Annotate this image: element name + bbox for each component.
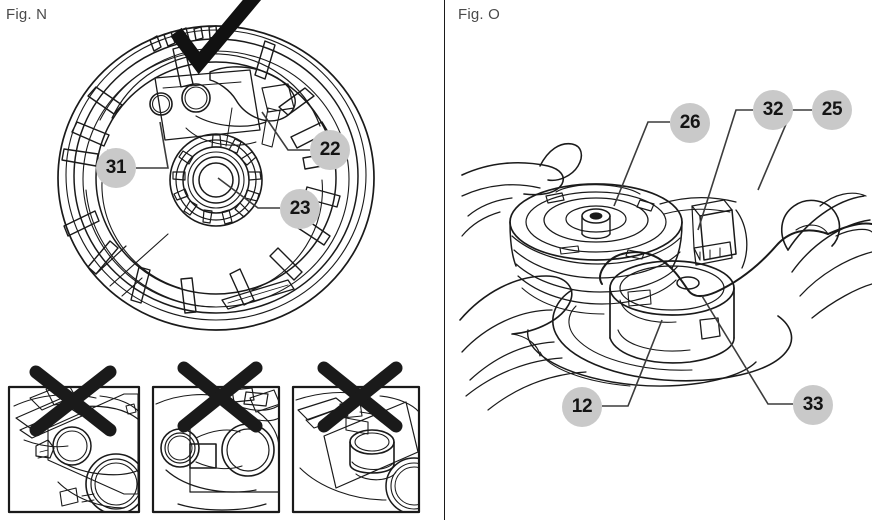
prohibited-panel-1-border [7, 385, 141, 514]
leader-lines [136, 109, 812, 407]
leader-31 [136, 121, 169, 169]
prohibition-x-1 [29, 365, 117, 437]
callout-33[interactable]: 33 [793, 385, 833, 425]
figure-label-n: Fig. N [6, 6, 48, 23]
leader-22 [261, 111, 310, 151]
check-arrow [170, 0, 262, 75]
leader-33 [701, 295, 793, 405]
figure-label-o: Fig. O [458, 6, 501, 23]
prohibited-panel-3-artwork [295, 392, 419, 512]
callout-32[interactable]: 32 [753, 90, 793, 130]
leader-12 [602, 319, 663, 407]
callout-31[interactable]: 31 [96, 148, 136, 188]
leader-32 [697, 109, 753, 231]
fig-o-assembly [459, 142, 872, 411]
callout-26[interactable]: 26 [670, 103, 710, 143]
prohibition-x-2 [177, 361, 263, 433]
prohibition-x-3 [317, 361, 403, 433]
callout-25[interactable]: 25 [812, 90, 852, 130]
callout-12[interactable]: 12 [562, 387, 602, 427]
leader-23 [217, 177, 280, 209]
callout-22[interactable]: 22 [310, 130, 350, 170]
callout-23[interactable]: 23 [280, 189, 320, 229]
leader-26 [613, 121, 670, 207]
panel-divider [444, 0, 446, 520]
